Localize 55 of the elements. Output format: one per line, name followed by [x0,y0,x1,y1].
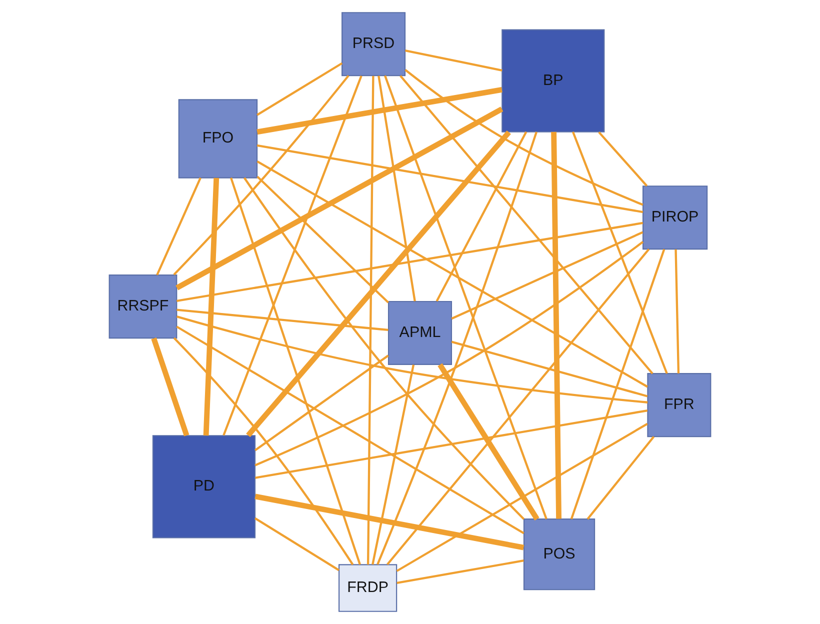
node-box: APML [388,300,452,365]
connector [400,75,654,374]
node-box: BP [502,29,605,132]
connector [438,363,540,520]
connector [572,131,668,374]
connector [256,160,648,388]
connector [156,177,202,276]
connector [376,132,538,565]
connector [173,74,350,276]
connector [173,337,354,566]
connector [674,249,680,374]
connector [256,176,390,304]
connector [255,409,648,479]
connector [256,62,343,116]
connector [254,494,524,550]
connector [222,76,362,436]
node-box: PD [152,435,256,538]
connector [176,222,644,302]
node-box: RRSPF [108,274,178,339]
connector [176,308,388,332]
node-box: POS [523,518,596,590]
node-box: PIROP [642,186,708,250]
connector [176,326,524,534]
connector [176,315,648,404]
connector [254,517,340,572]
connector [243,177,525,520]
connector [386,248,650,566]
connector [246,130,511,438]
connector [176,106,504,290]
connector [366,76,374,565]
connector [404,69,644,206]
connector [372,364,415,565]
connector [451,231,644,320]
connector [230,177,361,565]
connector [256,87,502,135]
node-box: FPR [647,373,712,438]
connector [203,178,220,436]
connector [151,337,190,436]
node-box: FPO [178,99,258,178]
node-box: FRDP [338,564,398,612]
node-box: PRSD [342,12,406,76]
connector [586,436,655,520]
connector [254,241,644,466]
connector [405,50,502,72]
connector [396,560,524,584]
connector [256,144,644,214]
connector [396,422,648,572]
connector [378,76,416,302]
connector [384,75,548,520]
connector [254,354,389,452]
connector [451,340,648,398]
connector [436,131,528,302]
connector [598,131,648,187]
connector [551,132,562,519]
connector [570,248,666,520]
